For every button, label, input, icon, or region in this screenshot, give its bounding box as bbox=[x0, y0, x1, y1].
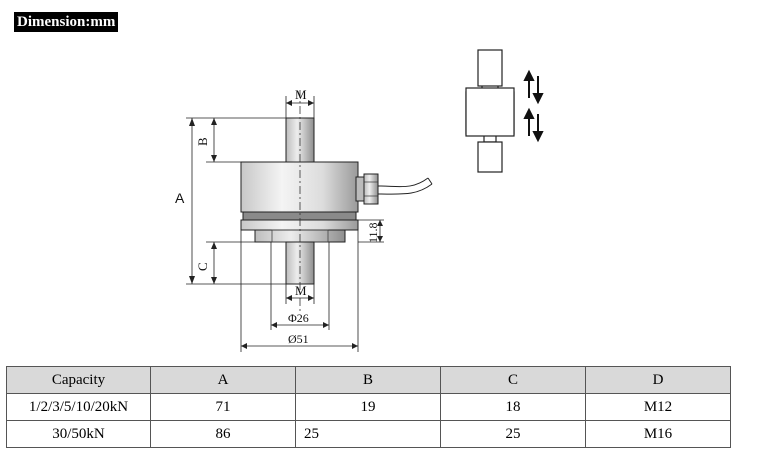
cell-c: 18 bbox=[440, 393, 586, 421]
cell-d: M16 bbox=[585, 420, 731, 448]
tension-compression-arrows-icon bbox=[523, 69, 544, 143]
dim-m-bottom-label: M bbox=[295, 283, 307, 298]
dim-m-top-label: M bbox=[295, 87, 307, 102]
header-a: A bbox=[150, 366, 296, 394]
table-header-row: Capacity A B C D bbox=[6, 366, 731, 394]
dim-b-label: B bbox=[195, 137, 210, 146]
load-direction-schematic bbox=[465, 49, 515, 173]
cable-gland bbox=[355, 173, 433, 205]
cell-b: 19 bbox=[295, 393, 441, 421]
table-row: 1/2/3/5/10/20kN 71 19 18 M12 bbox=[6, 393, 731, 421]
load-cell-drawing: M B A C M 11.8 Φ26 Ø51 bbox=[175, 49, 544, 352]
dim-phi26-label: Φ26 bbox=[288, 311, 309, 325]
cell-d: M12 bbox=[585, 393, 731, 421]
load-cell-body bbox=[240, 90, 359, 312]
cell-c: 25 bbox=[440, 420, 586, 448]
dimension-table: Capacity A B C D 1/2/3/5/10/20kN 71 19 1… bbox=[6, 366, 731, 448]
cell-a: 71 bbox=[150, 393, 296, 421]
cell-b: 25 bbox=[295, 420, 441, 448]
dim-11-8-label: 11.8 bbox=[366, 222, 380, 243]
header-c: C bbox=[440, 366, 586, 394]
dimension-arrows bbox=[189, 100, 383, 349]
dim-phi51-label: Ø51 bbox=[288, 332, 309, 346]
table-row: 30/50kN 86 25 25 M16 bbox=[6, 420, 731, 448]
cell-a: 86 bbox=[150, 420, 296, 448]
header-d: D bbox=[585, 366, 731, 394]
dim-a-label: A bbox=[175, 190, 185, 206]
cell-capacity: 1/2/3/5/10/20kN bbox=[6, 393, 151, 421]
dim-c-label: C bbox=[195, 262, 210, 271]
header-b: B bbox=[295, 366, 441, 394]
dimension-unit-label: Dimension:mm bbox=[14, 12, 119, 32]
header-capacity: Capacity bbox=[6, 366, 151, 394]
cell-capacity: 30/50kN bbox=[6, 420, 151, 448]
dimension-lines bbox=[186, 96, 384, 352]
